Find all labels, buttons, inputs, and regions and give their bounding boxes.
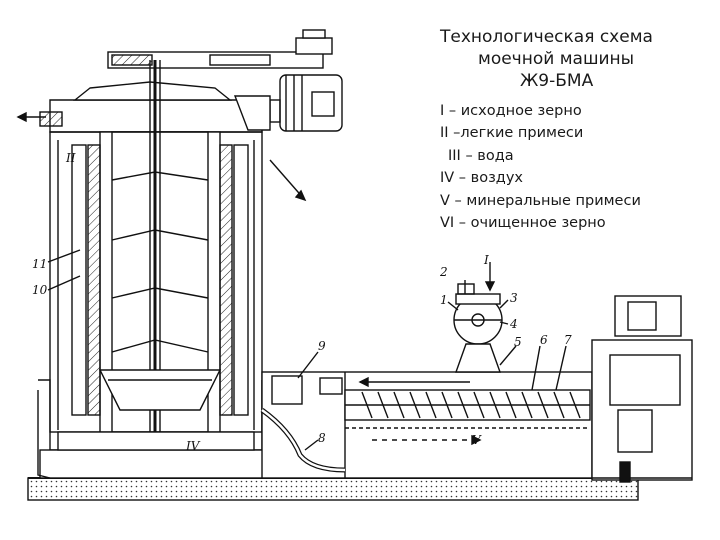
- beater-column-right: [219, 144, 249, 416]
- legend-item: II –легкие примеси: [440, 125, 584, 142]
- label-flow-IV: IV: [185, 439, 201, 453]
- label-flow-V: V: [472, 433, 482, 447]
- beater-column-left: [71, 144, 101, 416]
- title-line-2: моечной машины: [478, 49, 635, 69]
- legend-item: III – вода: [448, 147, 514, 164]
- label-flow-I: I: [483, 253, 489, 267]
- legend-list: I – исходное зерно II –легкие примеси II…: [440, 100, 641, 234]
- foundation-slab: [27, 477, 639, 501]
- label-1: 1: [440, 293, 448, 307]
- label-5: 5: [514, 335, 522, 349]
- legend-item: VI – очищенное зерно: [440, 215, 606, 232]
- label-7: 7: [564, 333, 572, 347]
- title-line-3: Ж9-БМА: [520, 71, 594, 91]
- title-line-1: Технологическая схема: [440, 27, 653, 47]
- label-flow-II: II: [65, 151, 76, 165]
- diagram-title: Технологическая схема моечной машины Ж9-…: [440, 26, 710, 92]
- label-8: 8: [318, 431, 326, 445]
- label-10: 10: [32, 283, 48, 297]
- legend-item: I – исходное зерно: [440, 103, 582, 119]
- label-6: 6: [540, 333, 548, 347]
- feed-hopper: [453, 280, 503, 373]
- label-9: 9: [318, 339, 326, 353]
- label-2: 2: [439, 265, 448, 279]
- electric-motor: [269, 74, 343, 132]
- legend-item: V – минеральные примеси: [440, 192, 641, 209]
- drive-unit-right: [591, 295, 693, 483]
- label-3: 3: [510, 291, 518, 305]
- label-11: 11: [32, 257, 47, 271]
- valve-block: [271, 375, 303, 405]
- label-4: 4: [509, 317, 518, 331]
- legend-item: IV – воздух: [440, 170, 523, 187]
